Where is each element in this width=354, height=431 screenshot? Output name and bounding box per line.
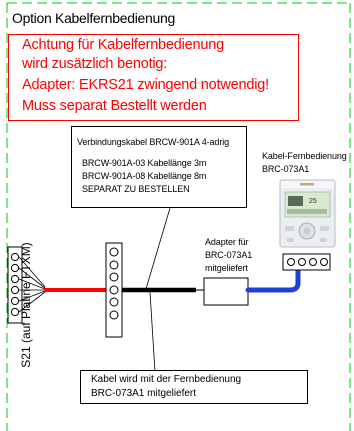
remote-left-button [285,226,294,231]
remote-bottom-right-button [320,238,327,242]
middle-pin-6 [109,310,119,320]
adapter-label-line-1: Adapter für [205,237,249,247]
s21-connector [7,246,23,324]
remote-label-line-2: BRC-073A1 [262,164,310,174]
s21-fanout-wires [18,256,46,313]
adapter-box [203,277,249,306]
s21-pin-3 [10,274,20,284]
cable-info-line-3: SEPARAT ZU BESTELLEN [82,184,190,194]
middle-pin-5 [109,297,119,307]
s21-wire-1 [18,256,46,288]
remote-display-value: 25 [309,198,317,205]
s21-pin-1 [10,252,20,262]
warning-line-2: wird zusätzlich benotig: [22,56,168,72]
adapter-label-line-2: BRC-073A1 [205,250,253,260]
included-note-line-2: BRC-073A1 mitgeliefert [91,388,197,399]
remote-terminal-block [282,253,331,271]
cable-info-pointer [145,207,171,290]
remote-screen-status-bar [287,209,327,214]
warning-line-3: Adapter: EKRS21 zwingend notwendig! [22,77,269,93]
blue-cable [245,267,301,293]
s21-pin-2 [10,263,20,273]
remote-terminal-pin-2 [298,258,306,266]
remote-right-button [320,226,329,231]
included-note-box: Kabel wird mit der Fernbedienung BRC-073… [80,370,308,404]
remote-screen-mode-icon [288,196,303,206]
remote-terminal-housing [282,253,331,271]
middle-pin-4 [109,285,119,295]
remote-label-line-1: Kabel-Fernbedienung [262,151,347,161]
middle-connector [105,242,123,338]
cable-info-header: Verbindungskabel BRCW-901A 4-adrig [77,137,230,147]
s21-wire-2 [18,267,46,289]
s21-pin-6 [10,307,20,317]
remote-bottom-left-button [287,238,294,242]
remote-terminal-pin-4 [320,258,328,266]
s21-wire-5 [18,290,46,302]
adapter-label-line-3: mitgeliefert [205,263,248,273]
remote-terminal-pin-1 [287,258,295,266]
included-note-pointer [149,291,156,373]
s21-pin-5 [10,296,20,306]
remote-control-device [279,179,336,248]
s21-pin-4 [10,285,20,295]
cable-info-line-1: BRCW-901A-03 Kabellänge 3m [82,158,207,168]
section-title: Option Kabelfernbedienung [12,10,175,26]
s21-wire-3 [18,278,46,290]
middle-pin-1 [109,247,119,257]
s21-label: S21 (auf Platine FTXM) [19,242,33,368]
remote-terminal-pin-3 [309,258,317,266]
remote-logo [300,183,314,186]
warning-line-4: Muss separat Bestellt werden [22,98,207,114]
cable-info-line-2: BRCW-901A-08 Kabellänge 8m [82,171,207,181]
warning-line-1: Achtung für Kabelfernbedienung [22,37,224,53]
warning-box: Achtung für Kabelfernbedienung wird zusä… [8,34,299,121]
cable-info-box: Verbindungskabel BRCW-901A 4-adrig BRCW-… [71,126,247,208]
s21-wire-6 [18,291,46,313]
middle-pin-2 [109,260,119,270]
included-note-line-1: Kabel wird mit der Fernbedienung [91,374,242,385]
remote-dial-center [304,228,310,234]
middle-pin-3 [109,272,119,282]
